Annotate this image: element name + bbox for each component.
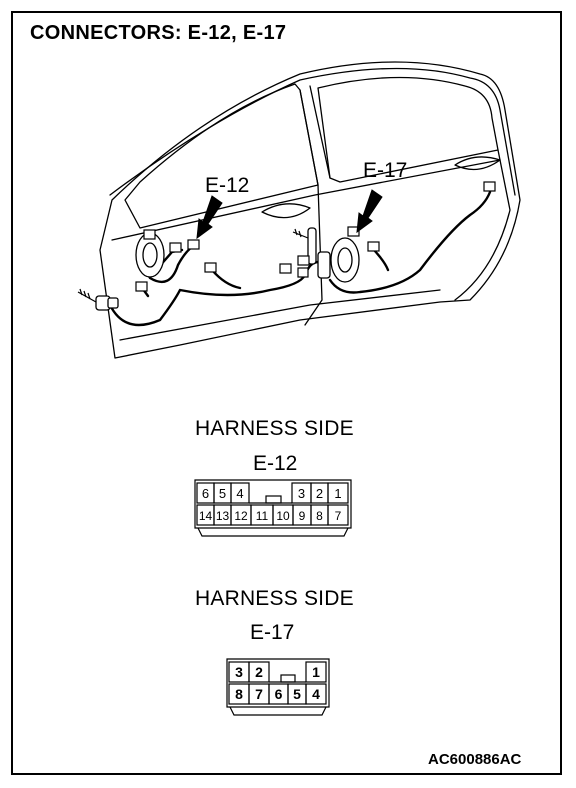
pin-2: 2	[316, 486, 323, 501]
pin-4: 4	[236, 486, 243, 501]
pin-3: 3	[235, 664, 243, 680]
pin-8: 8	[316, 509, 323, 523]
page-title: CONNECTORS: E-12, E-17	[30, 22, 287, 44]
pin-13: 13	[216, 509, 230, 523]
harness-side-label-e17: HARNESS SIDE	[195, 587, 354, 610]
pin-6: 6	[275, 686, 283, 702]
pin-11: 11	[256, 509, 269, 523]
connector-name-e17: E-17	[250, 621, 295, 644]
pin-14: 14	[199, 509, 213, 523]
pin-5: 5	[219, 486, 226, 501]
pin-2: 2	[255, 664, 263, 680]
connector-name-e12: E-12	[253, 452, 298, 475]
pin-1: 1	[334, 486, 341, 501]
pin-7: 7	[255, 686, 263, 702]
callout-e12: E-12	[205, 174, 249, 197]
pin-5: 5	[293, 686, 301, 702]
pin-4: 4	[312, 686, 320, 702]
pin-7: 7	[335, 509, 342, 523]
figure-id: AC600886AC	[428, 751, 522, 768]
callout-e17: E-17	[363, 159, 407, 182]
pin-10: 10	[276, 509, 290, 523]
pin-3: 3	[298, 486, 305, 501]
pin-9: 9	[299, 509, 306, 523]
diagram-frame	[11, 11, 562, 775]
connector-e12: 6 5 4 3 2 1 14 13 12 11 10 9 8 7	[194, 479, 352, 537]
pin-1: 1	[312, 664, 320, 680]
harness-side-label-e12: HARNESS SIDE	[195, 417, 354, 440]
connector-e17: 3 2 1 8 7 6 5 4	[226, 658, 330, 716]
pin-6: 6	[202, 486, 209, 501]
pin-12: 12	[234, 509, 248, 523]
pin-8: 8	[235, 686, 243, 702]
